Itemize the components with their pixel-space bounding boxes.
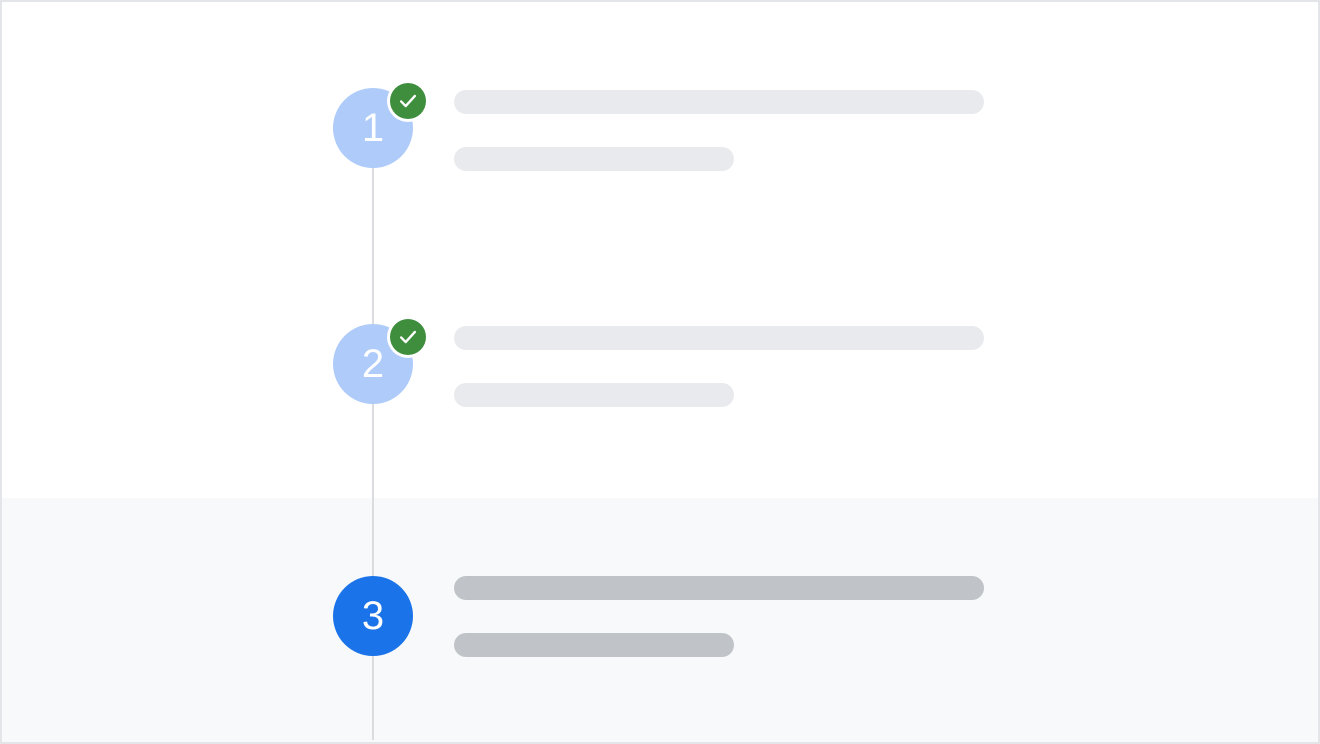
step-title-placeholder bbox=[454, 326, 984, 350]
step-title-placeholder bbox=[454, 576, 984, 600]
step-2[interactable]: 2 bbox=[2, 308, 1318, 428]
step-number-circle: 3 bbox=[333, 576, 413, 656]
check-icon bbox=[387, 316, 429, 358]
step-title-placeholder bbox=[454, 90, 984, 114]
step-subtitle-placeholder bbox=[454, 383, 734, 407]
step-1[interactable]: 1 bbox=[2, 72, 1318, 192]
step-3-active[interactable]: 3 bbox=[2, 556, 1318, 676]
active-step-highlight bbox=[2, 498, 1318, 742]
check-icon bbox=[387, 80, 429, 122]
step-subtitle-placeholder bbox=[454, 147, 734, 171]
timeline-connector bbox=[372, 130, 374, 740]
step-subtitle-placeholder bbox=[454, 633, 734, 657]
